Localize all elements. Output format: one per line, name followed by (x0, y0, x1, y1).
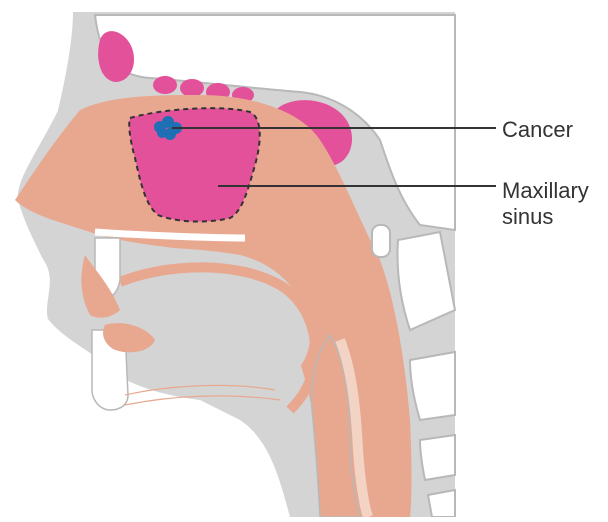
maxillary-sinus-label: Maxillary sinus (502, 178, 589, 230)
maxillary-sinus-label-line2: sinus (502, 204, 589, 230)
turbinate-2 (180, 79, 204, 97)
vertebra-3 (410, 352, 455, 420)
cancer-label: Cancer (502, 117, 573, 143)
maxillary-sinus (129, 108, 260, 221)
maxillary-sinus-label-line1: Maxillary (502, 178, 589, 204)
vertebra-1 (372, 225, 390, 257)
turbinate-1 (153, 76, 177, 94)
vertebra-4 (420, 435, 455, 480)
vertebra-5 (428, 490, 455, 517)
